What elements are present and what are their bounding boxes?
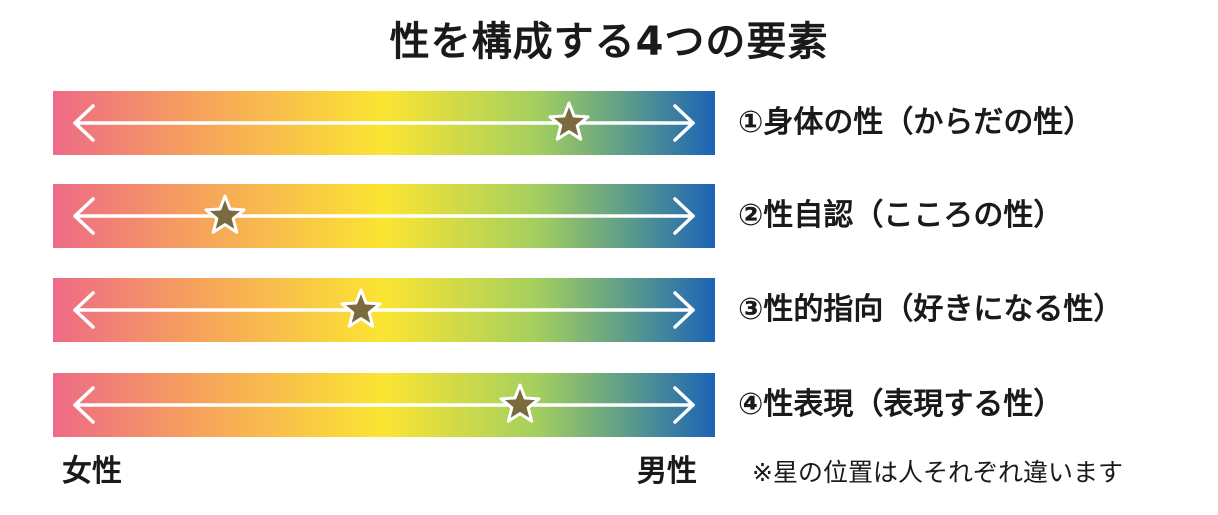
element-label: ①身体の性（からだの性）: [738, 105, 1094, 140]
element-label: ④性表現（表現する性）: [738, 387, 1064, 422]
scale-right-label: 男性: [637, 454, 697, 489]
diagram-title: 性を構成する4つの要素: [389, 19, 829, 65]
double-arrow-icon: [73, 291, 695, 329]
gradient-bar: [53, 278, 715, 342]
star-marker-icon: [204, 194, 246, 234]
gradient-bar: [53, 373, 715, 437]
star-marker-icon: [499, 383, 541, 423]
element-label: ③性的指向（好きになる性）: [738, 292, 1124, 327]
double-arrow-icon: [73, 197, 695, 235]
gradient-bar: [53, 184, 715, 248]
double-arrow-icon: [73, 386, 695, 424]
gradient-bar: [53, 91, 715, 155]
double-arrow-icon: [73, 104, 695, 142]
star-marker-icon: [340, 288, 382, 328]
footnote: ※星の位置は人それぞれ違います: [752, 458, 1123, 487]
scale-left-label: 女性: [62, 454, 122, 489]
spectrum-row: ④性表現（表現する性）: [0, 373, 1218, 437]
star-marker-icon: [548, 101, 590, 141]
spectrum-row: ②性自認（こころの性）: [0, 184, 1218, 248]
spectrum-row: ①身体の性（からだの性）: [0, 91, 1218, 155]
spectrum-row: ③性的指向（好きになる性）: [0, 278, 1218, 342]
element-label: ②性自認（こころの性）: [738, 198, 1064, 233]
